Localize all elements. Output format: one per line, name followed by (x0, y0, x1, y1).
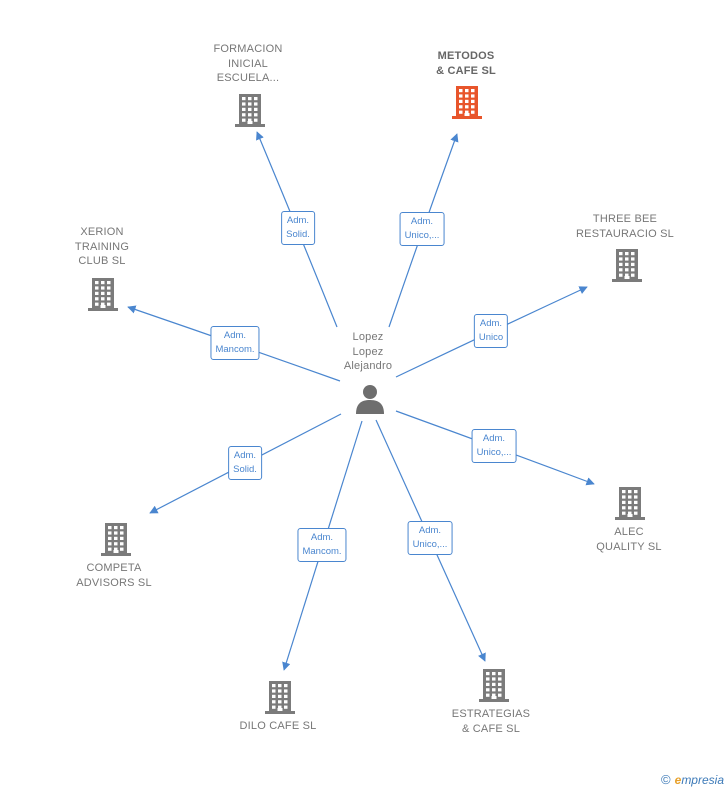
footer-brand: ©empresia (661, 772, 724, 787)
edge-label-xerion[interactable]: Adm. Mancom. (210, 326, 260, 360)
building-icon (101, 523, 131, 556)
edge-label-line: Unico,... (412, 539, 448, 550)
building-icon (88, 278, 118, 311)
company-label-line: COMPETA (86, 562, 142, 574)
person-label-line-3: Alejandro (343, 360, 393, 372)
company-node-competa[interactable] (99, 521, 133, 562)
company-label-line: RESTAURACIO SL (576, 227, 674, 240)
edge-label-line: Solid. (233, 464, 257, 475)
edge-label-dilo[interactable]: Adm. Mancom. (297, 528, 347, 562)
building-icon (235, 94, 265, 127)
company-label-alec[interactable]: ALEC QUALITY SL (596, 525, 661, 554)
building-icon (265, 681, 295, 714)
edge-label-line: Adm. (479, 318, 503, 329)
building-icon (452, 86, 482, 119)
company-node-dilo[interactable] (263, 679, 297, 720)
brand-logo: empresia (675, 773, 724, 787)
building-icon (615, 487, 645, 520)
company-label-line: ESCUELA... (216, 72, 280, 84)
edge-label-line: Adm. (410, 216, 434, 227)
company-label-line: CLUB SL (78, 255, 126, 267)
company-label-line: METODOS (437, 50, 495, 62)
company-node-xerion[interactable] (86, 276, 120, 317)
company-label-competa[interactable]: COMPETA ADVISORS SL (76, 561, 152, 590)
company-label-metodos[interactable]: METODOS & CAFE SL (436, 49, 496, 78)
person-icon (356, 385, 384, 414)
company-node-alec[interactable] (613, 485, 647, 526)
company-label-estrategias[interactable]: ESTRATEGIAS & CAFE SL (452, 707, 530, 736)
edge-label-line: Unico (478, 332, 504, 343)
edge-label-line: Adm. (310, 532, 334, 543)
building-icon (612, 249, 642, 282)
company-label-line: ADVISORS SL (76, 576, 152, 589)
edge-label-line: Unico,... (476, 447, 512, 458)
company-node-estrategias[interactable] (477, 667, 511, 708)
company-label-line: THREE BEE (592, 213, 658, 225)
company-label-threebee[interactable]: THREE BEE RESTAURACIO SL (576, 212, 674, 241)
brand-rest: mpresia (681, 773, 724, 787)
company-label-line: INICIAL (228, 57, 268, 70)
company-node-formacion[interactable] (233, 92, 267, 133)
edge-label-line: Adm. (223, 330, 247, 341)
company-label-line: ALEC (614, 526, 644, 538)
edge-label-line: Mancom. (215, 344, 255, 355)
company-label-line: TRAINING (74, 240, 130, 253)
company-label-xerion[interactable]: XERION TRAINING CLUB SL (75, 225, 129, 269)
company-label-line: & CAFE SL (461, 722, 521, 735)
company-label-formacion[interactable]: FORMACION INICIAL ESCUELA... (213, 42, 282, 86)
company-label-dilo[interactable]: DILO CAFE SL (240, 719, 317, 734)
edge-label-formacion[interactable]: Adm. Solid. (281, 211, 315, 245)
edge-label-line: Adm. (286, 215, 310, 226)
edge-label-metodos[interactable]: Adm. Unico,... (399, 212, 445, 246)
company-label-line: DILO CAFE SL (239, 720, 317, 732)
company-label-line: ESTRATEGIAS (451, 708, 531, 720)
brand-initial: e (674, 773, 682, 787)
edge-label-estrategias[interactable]: Adm. Unico,... (407, 521, 453, 555)
company-label-line: XERION (80, 226, 124, 238)
company-label-line: QUALITY SL (596, 540, 662, 553)
edge-label-line: Mancom. (302, 546, 342, 557)
copyright-icon: © (661, 772, 671, 787)
edge-label-threebee[interactable]: Adm. Unico (473, 314, 509, 348)
company-node-metodos[interactable] (450, 84, 484, 125)
edge-label-line: Unico,... (404, 230, 440, 241)
edge-label-alec[interactable]: Adm. Unico,... (471, 429, 517, 463)
person-label[interactable]: Lopez Lopez Alejandro (344, 330, 392, 374)
company-label-line: FORMACION (213, 43, 283, 55)
company-label-line: & CAFE SL (436, 64, 496, 77)
person-label-line-2: Lopez (352, 345, 384, 358)
edge-label-line: Solid. (286, 229, 310, 240)
person-node[interactable] (354, 384, 386, 419)
building-icon (479, 669, 509, 702)
edge-label-line: Adm. (233, 450, 257, 461)
person-label-line-1: Lopez (352, 331, 384, 343)
edge-label-line: Adm. (482, 433, 506, 444)
edge-label-competa[interactable]: Adm. Solid. (228, 446, 262, 480)
company-node-threebee[interactable] (610, 247, 644, 288)
edge-label-line: Adm. (418, 525, 442, 536)
